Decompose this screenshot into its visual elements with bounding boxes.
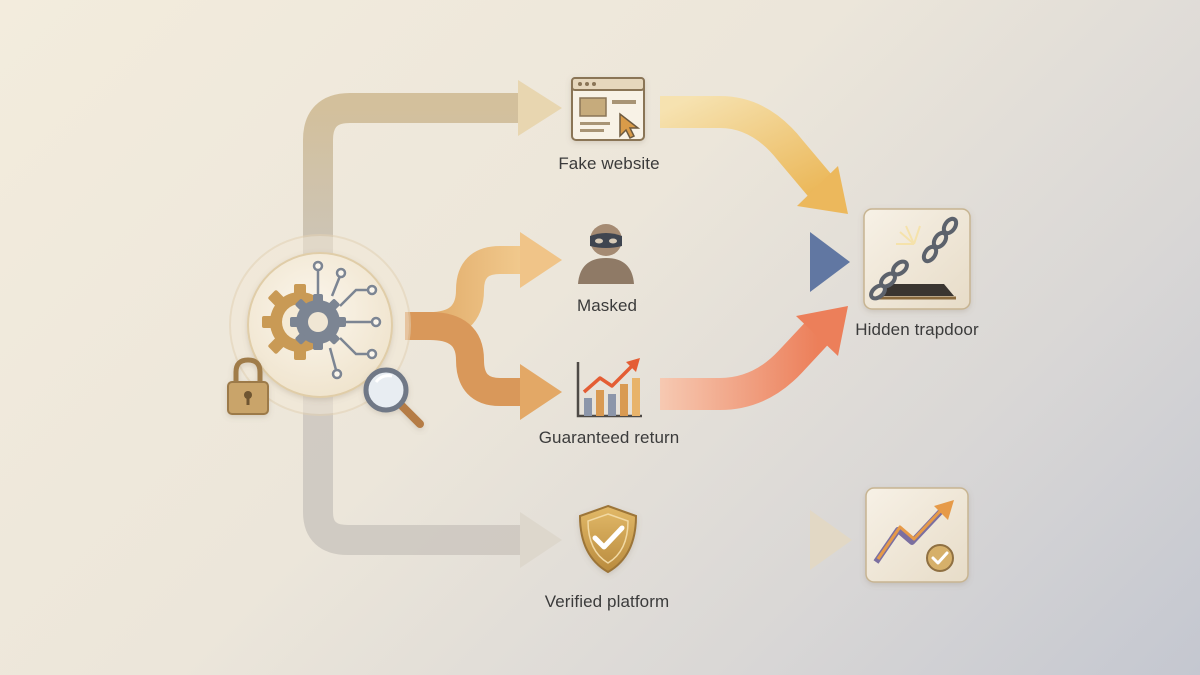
route-return-to-trapdoor bbox=[660, 306, 848, 410]
broken-chain-trapdoor-icon bbox=[863, 208, 971, 310]
route-hub-to-masked-and-return bbox=[405, 232, 562, 420]
masked-person-icon bbox=[578, 224, 634, 284]
route-hub-to-verified-platform bbox=[303, 340, 562, 568]
rising-bar-chart-icon bbox=[576, 358, 642, 418]
label-masked: Masked bbox=[576, 296, 638, 315]
route-fake-website-to-trapdoor bbox=[660, 96, 848, 214]
growth-arrow-check-icon bbox=[865, 487, 969, 583]
route-hub-to-fake-website bbox=[303, 80, 562, 300]
hub-node bbox=[229, 234, 411, 416]
route-masked-to-trapdoor bbox=[658, 232, 850, 292]
label-guaranteed-return: Guaranteed return bbox=[538, 428, 680, 447]
label-verified-platform: Verified platform bbox=[544, 592, 670, 611]
gear-circuit-icon bbox=[262, 260, 382, 380]
route-verified-to-growth bbox=[658, 510, 852, 570]
shield-check-icon bbox=[578, 504, 638, 574]
label-fake-website: Fake website bbox=[558, 154, 660, 173]
magnifying-glass-icon bbox=[363, 367, 424, 428]
label-hidden-trapdoor: Hidden trapdoor bbox=[855, 320, 979, 339]
browser-window-cursor-icon bbox=[571, 77, 645, 141]
padlock-icon bbox=[227, 357, 269, 415]
